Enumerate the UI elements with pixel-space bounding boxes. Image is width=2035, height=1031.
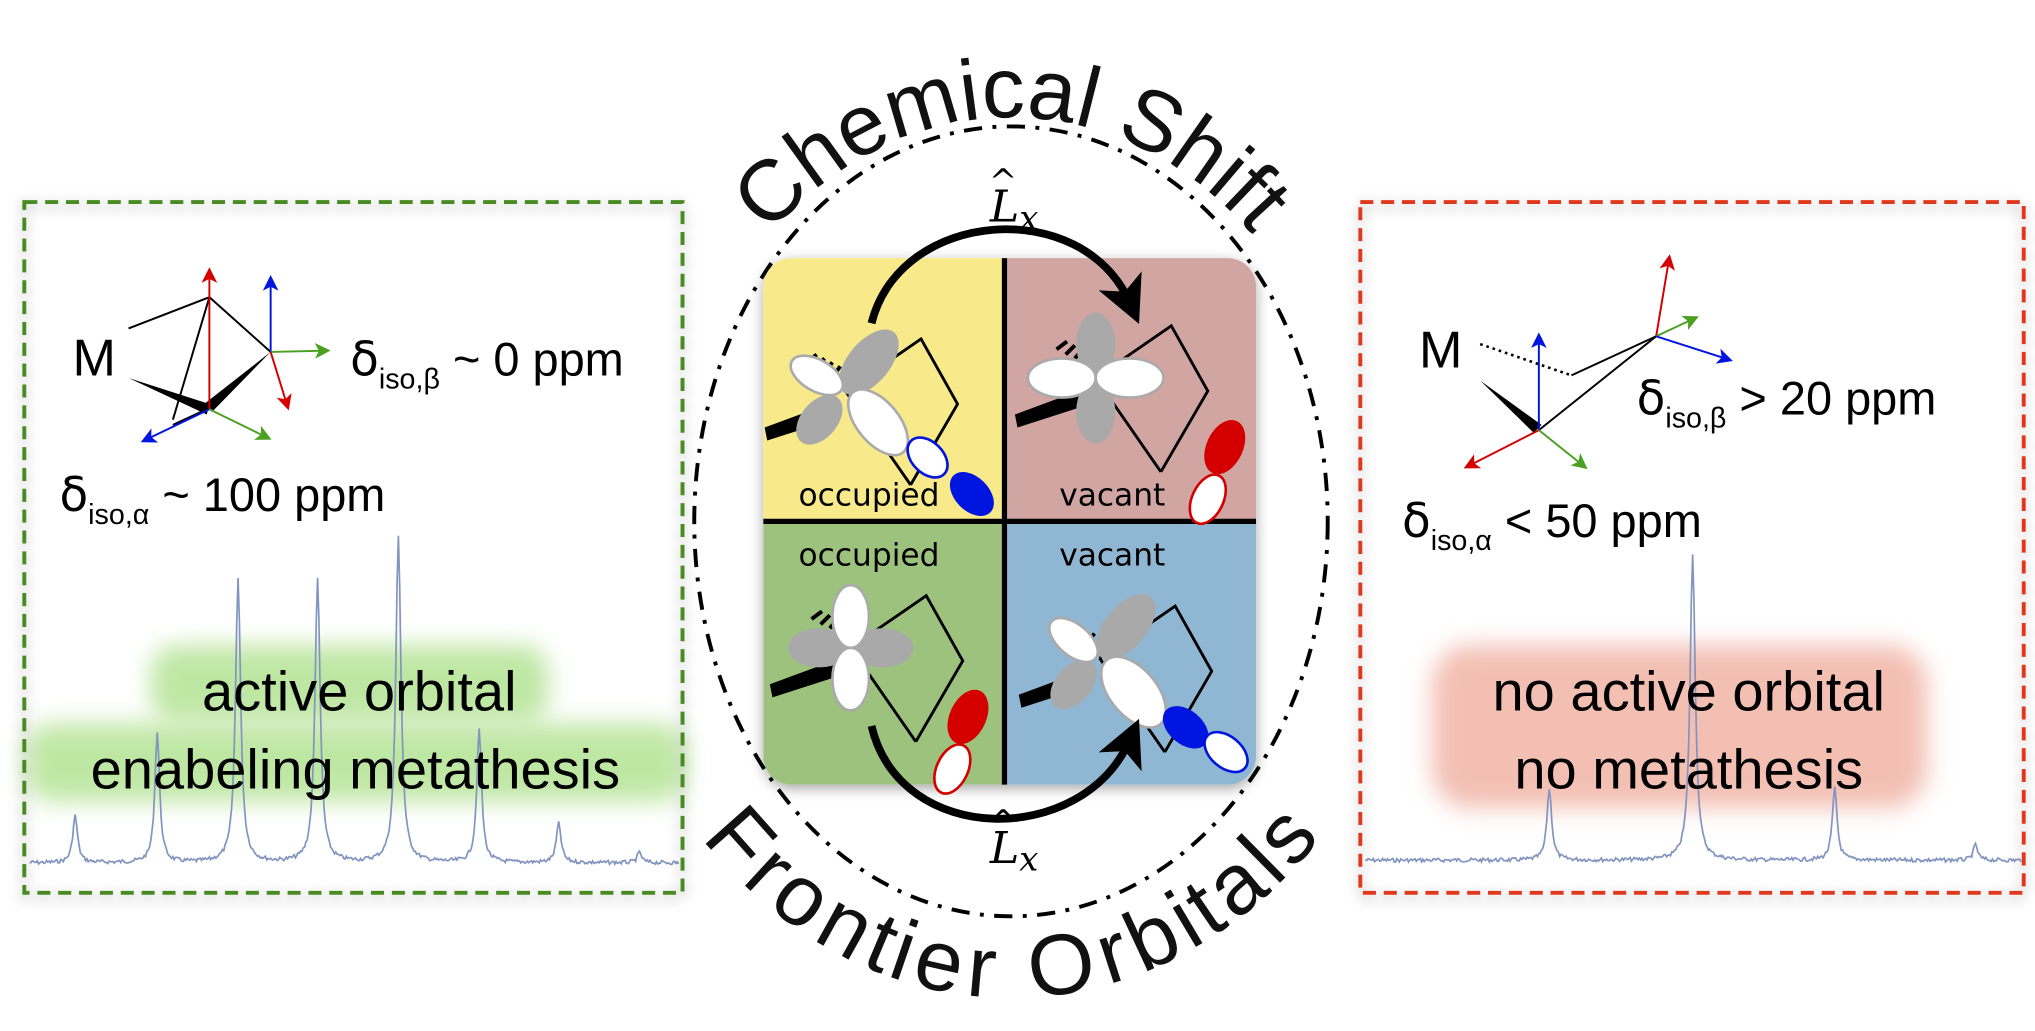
orbital-diagram: [767, 583, 989, 795]
shift-beta-label: δiso,β ~ 0 ppm: [350, 332, 624, 395]
left-panel-glow-2: [26, 723, 686, 802]
metal-label: M: [1419, 322, 1462, 380]
shift-alpha-label: δiso,α ~ 100 ppm: [59, 468, 385, 531]
red-axis-arrow: [1655, 254, 1675, 337]
left-nmr-spectrum: [29, 535, 680, 867]
blue-axis-arrow: [1655, 335, 1733, 364]
operator-lx-top: ^Lx: [989, 162, 1039, 237]
red-axis-arrow: [1463, 429, 1540, 469]
green-axis-arrow: [1655, 315, 1699, 338]
orbital-diagram: [762, 329, 994, 516]
dash-dot-ellipse: [692, 124, 1330, 919]
right-nmr-spectrum: [1365, 554, 2022, 864]
center-scheme: occupied vacant occupied vacant ^Lx ^Lx …: [687, 40, 1336, 1018]
quadrant-label-vacant: vacant: [1059, 478, 1165, 514]
right-panel-inactive: M δiso,β > 20 ppm δiso,α < 50 ppm no act…: [1358, 200, 2026, 895]
left-panel-glow: [150, 645, 549, 724]
quadrant-label-occupied: occupied: [799, 538, 940, 574]
shift-alpha-label: δiso,α < 50 ppm: [1402, 494, 1702, 557]
left-caption-line1: active orbital: [202, 659, 517, 722]
orbital-diagram: [1016, 594, 1249, 774]
red-axis-arrow: [269, 351, 292, 411]
green-axis-arrow: [1538, 429, 1588, 470]
quadrant-label-occupied: occupied: [799, 478, 940, 514]
metal-label: M: [73, 329, 116, 387]
green-axis-arrow: [270, 343, 331, 359]
rotation-arrow-top: [867, 225, 1142, 325]
right-caption-line1: no active orbital: [1493, 659, 1885, 722]
right-panel-glow: [1431, 645, 1928, 809]
orbital-diagram: [1012, 312, 1246, 526]
rotation-arrow-bottom: [867, 718, 1142, 823]
right-molecule: M: [1419, 254, 1733, 470]
left-caption-line2: enabeling metathesis: [91, 738, 621, 801]
operator-lx-bottom: ^Lx: [989, 803, 1039, 878]
right-caption-line2: no metathesis: [1514, 738, 1863, 801]
green-axis-arrow: [208, 408, 272, 440]
left-panel-active: M δiso,β ~ 0 ppm δiso,α ~ 100 ppm active…: [22, 200, 686, 895]
operator-hat: ^: [989, 803, 1017, 842]
left-panel-border: [22, 200, 685, 895]
left-molecule: M: [73, 267, 331, 443]
blue-axis-arrow: [140, 408, 210, 443]
right-panel-border: [1358, 200, 2026, 895]
quadrant-label-vacant: vacant: [1059, 538, 1165, 574]
shift-beta-label: δiso,β > 20 ppm: [1637, 371, 1937, 434]
operator-hat: ^: [989, 162, 1017, 201]
